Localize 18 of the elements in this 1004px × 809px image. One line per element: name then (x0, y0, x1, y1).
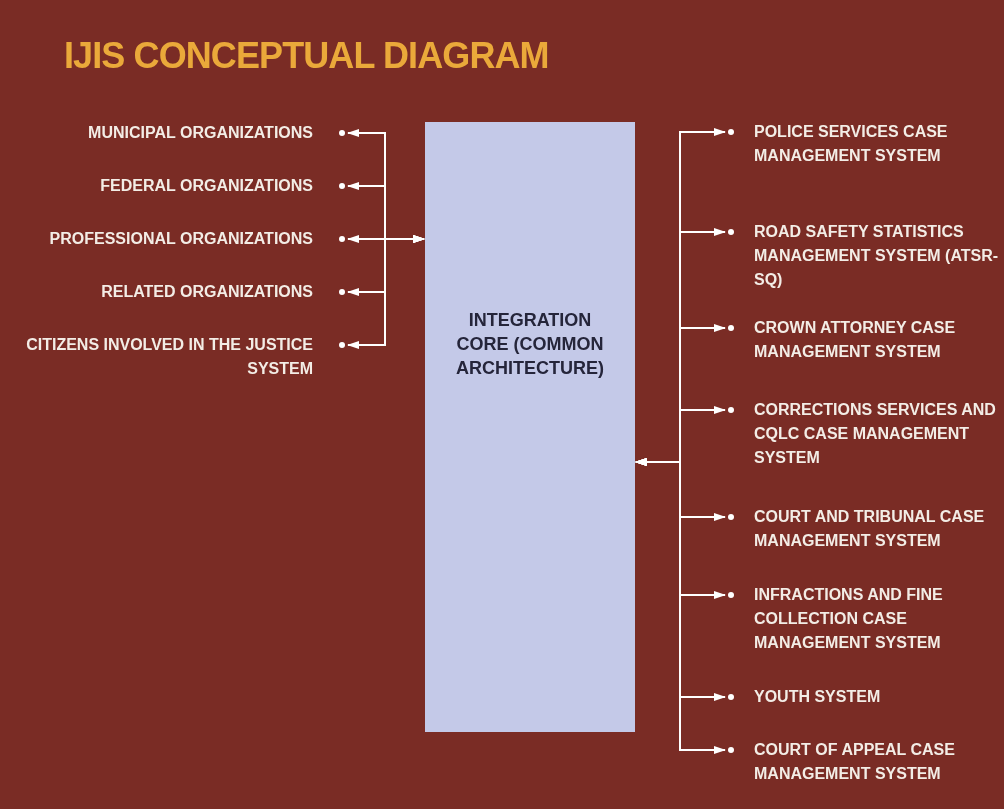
item-label: CORRECTIONS SERVICES AND CQLC CASE MANAGEMENT SYSTEM (754, 400, 997, 468)
item-label: FEDERAL ORGANIZATIONS (100, 176, 313, 196)
item-label: MUNICIPAL ORGANIZATIONS (88, 123, 313, 143)
core-label: INTEGRATION CORE (COMMON ARCHITECTURE) (455, 309, 605, 380)
item-label: PROFESSIONAL ORGANIZATIONS (49, 229, 313, 249)
item-label: CITIZENS INVOLVED IN THE JUSTICE SYSTEM (25, 335, 313, 379)
item-label: ROAD SAFETY STATISTICS MANAGEMENT SYSTEM (ATSR-SQ) (754, 222, 999, 290)
item-label: COURT OF APPEAL CASE MANAGEMENT SYSTEM (754, 740, 956, 784)
connector-arrow (635, 458, 726, 754)
item-label: YOUTH SYSTEM (754, 687, 882, 707)
item-label: COURT AND TRIBUNAL CASE MANAGEMENT SYSTEM (754, 507, 986, 551)
title: IJIS CONCEPTUAL DIAGRAM (64, 38, 549, 74)
core-box (425, 122, 635, 732)
item-label: CROWN ATTORNEY CASE MANAGEMENT SYSTEM (754, 318, 957, 362)
item-label: INFRACTIONS AND FINE COLLECTION CASE MANAGEMENT SYSTEM (754, 585, 944, 653)
connector-arrow (347, 235, 425, 349)
item-label: POLICE SERVICES CASE MANAGEMENT SYSTEM (754, 122, 949, 166)
item-label: RELATED ORGANIZATIONS (101, 282, 313, 302)
